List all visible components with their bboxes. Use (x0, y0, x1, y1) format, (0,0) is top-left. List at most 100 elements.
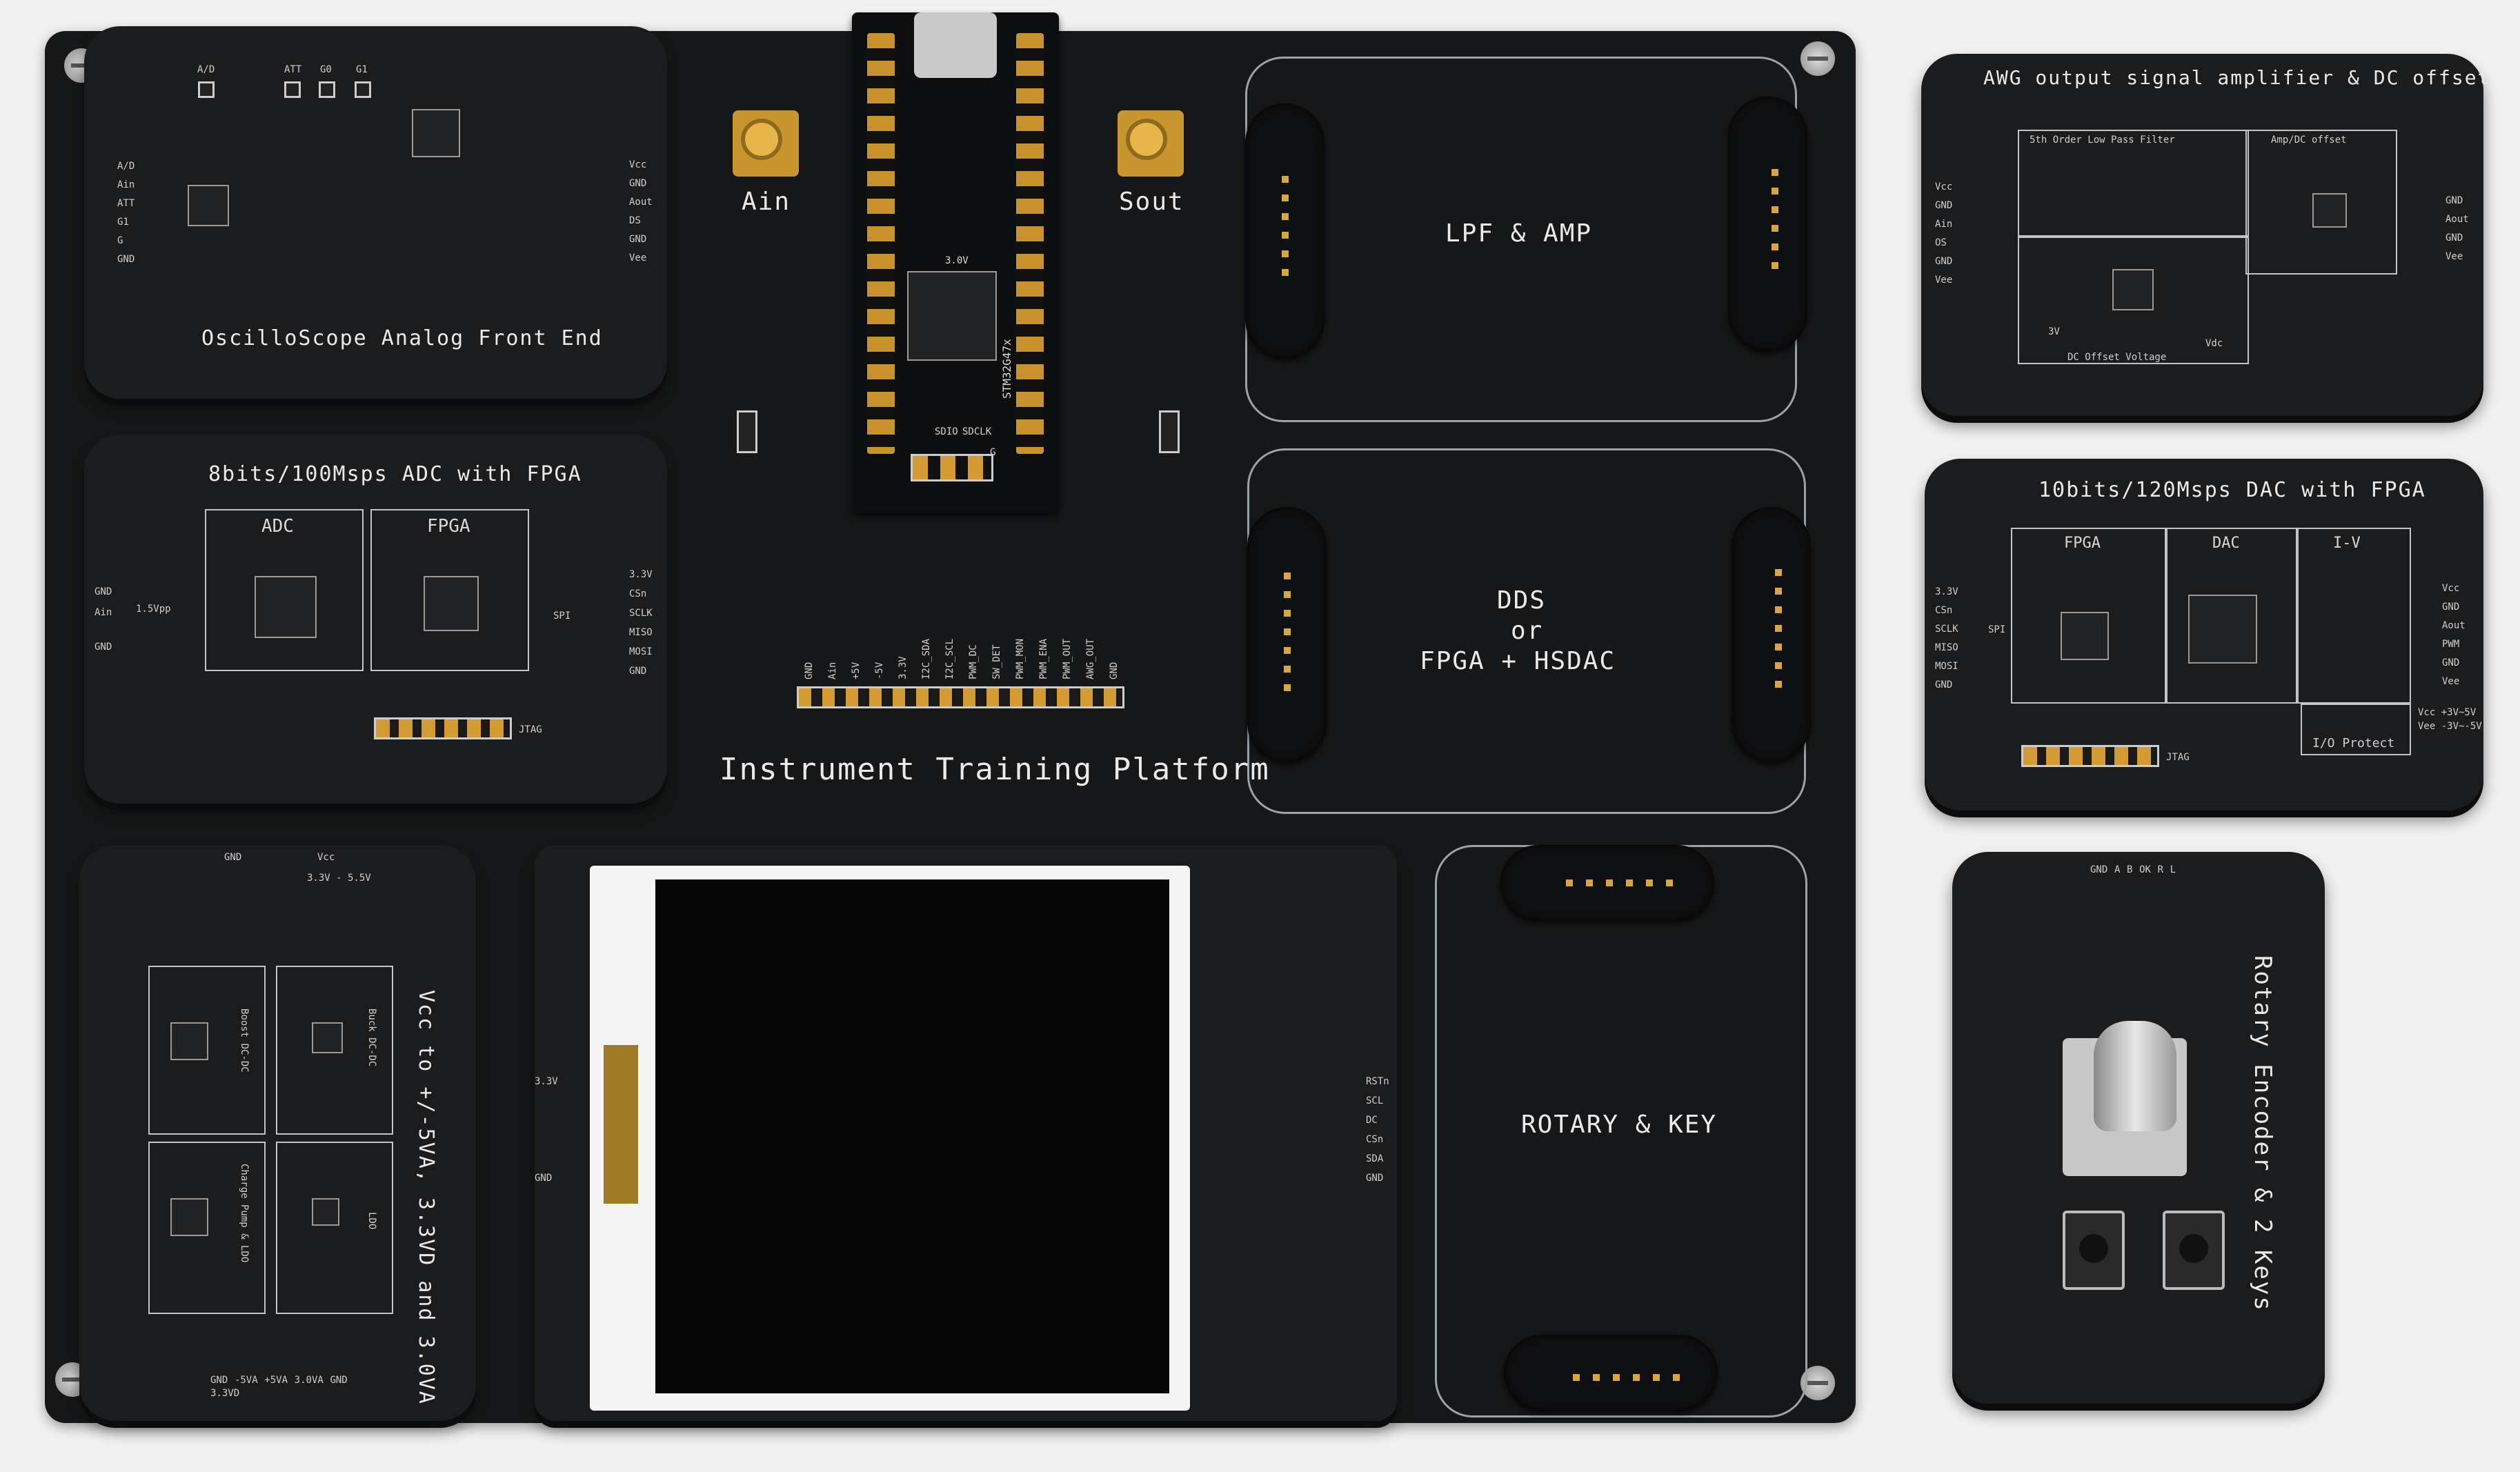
rotary-knob-icon[interactable] (2094, 1021, 2176, 1131)
header-pin-label: SW_DET (991, 644, 1002, 679)
slide-switch[interactable] (1159, 410, 1180, 453)
lcd-frame (590, 866, 1190, 1411)
swd-header (911, 454, 993, 481)
adc-block: ADC (205, 509, 364, 671)
main-header-labels: GND Ain +5V -5V 3.3V I2C_SDA I2C_SCL PWM… (804, 610, 1128, 679)
dac-dac-block: DAC (2166, 528, 2297, 704)
header-pin-label: GND (804, 662, 815, 679)
adc-jtag-header (374, 717, 512, 739)
osc-module-title: OscilloScope Analog Front End (201, 326, 603, 350)
rotary-top-pins: GND A B OK R L (2090, 864, 2176, 875)
header-pins-left (867, 33, 895, 454)
tp-label: ATT (284, 64, 302, 75)
mcu-label: STM32G47x (1000, 339, 1013, 399)
mcu-chip (907, 271, 997, 361)
test-point (284, 81, 301, 98)
module-oscilloscope-afe: A/D ATT G0 G1 A/D Ain ATT G1 G GND Vcc G… (84, 26, 667, 399)
power-block-boost: Boost DC-DC (148, 966, 266, 1135)
power-module-title: Vcc to +/-5VA, 3.3VD and 3.0VA (414, 990, 438, 1405)
ain-label: Ain (742, 188, 791, 216)
lcd-screen (655, 879, 1169, 1393)
pogo-connector (1732, 507, 1811, 762)
ic-chip (170, 1198, 208, 1236)
dac-jtag-label: JTAG (2166, 752, 2190, 763)
fpga-chip (2061, 612, 2109, 660)
dac-chip (2188, 595, 2257, 664)
dac-iv-block: I-V (2297, 528, 2411, 704)
header-pin-label: I2C_SCL (944, 638, 955, 679)
ic-chip (312, 1198, 339, 1226)
header-pin-label: -5V (874, 662, 885, 679)
screw-icon (1800, 41, 1835, 76)
header-pin-label: I2C_SDA (921, 638, 932, 679)
dac-supply-note: Vee -3V~-5V (2418, 721, 2482, 732)
module-rotary-encoder: Rotary Encoder & 2 Keys GND A B OK R L (1952, 852, 2325, 1404)
header-pin-label: AWG_OUT (1085, 638, 1096, 679)
power-top-range: 3.3V - 5.5V (307, 873, 371, 884)
sma-connector-sout[interactable] (1118, 110, 1184, 177)
adc-jtag-label: JTAG (519, 724, 542, 735)
header-pin-label: PWM_OUT (1062, 638, 1073, 679)
pogo-pins (1282, 176, 1289, 286)
key-button-right[interactable] (2163, 1211, 2225, 1290)
fpga-block: FPGA (370, 509, 529, 671)
slot-lpf-label: LPF & AMP (1445, 219, 1593, 248)
tp-label: A/D (197, 64, 215, 75)
slide-switch[interactable] (737, 410, 757, 453)
ic-chip (170, 1022, 208, 1060)
lcd-right-pins: RSTn SCL DC CSn SDA GND (1366, 1076, 1389, 1184)
usb-c-icon[interactable] (914, 12, 997, 78)
pogo-pins (1573, 1374, 1680, 1381)
dac-left-pins: 3.3V CSn SCLK MISO MOSI GND (1935, 586, 1958, 690)
header-pin-label: +5V (851, 662, 862, 679)
awg-lpf-block: 5th Order Low Pass Filter (2018, 130, 2249, 237)
mcu-voltage: 3.0V (945, 255, 969, 266)
swd-label: G (990, 447, 996, 458)
pogo-connector (1504, 1335, 1718, 1411)
fpga-chip (424, 576, 479, 631)
pogo-pins (1566, 879, 1673, 886)
pogo-pins (1775, 569, 1782, 690)
mcu-board: 3.0V STM32G47x SDIO SDCLK G (852, 12, 1059, 513)
ic-chip (188, 185, 229, 226)
ic-chip (2312, 193, 2347, 228)
dac-spi-label: SPI (1988, 624, 2006, 635)
lcd-flex-cable (604, 1045, 638, 1204)
swd-label: SDCLK (962, 426, 992, 437)
awg-dc-block: DC Offset Voltage 3V Vdc (2018, 237, 2249, 364)
adc-chip (255, 576, 317, 638)
slot-dds-line3: FPGA + HSDAC (1420, 647, 1616, 675)
adc-left-pins: GND Ain GND (95, 586, 112, 653)
power-top-pin: GND (224, 852, 242, 863)
module-awg: AWG output signal amplifier & DC offset … (1921, 54, 2489, 416)
module-power: Boost DC-DC Buck DC-DC Charge Pump & LDO… (79, 845, 476, 1421)
ic-chip (412, 109, 460, 157)
slot-rotary-label: ROTARY & KEY (1521, 1111, 1718, 1139)
dac-right-pins: Vcc GND Aout PWM GND Vee (2442, 583, 2466, 687)
osc-left-pins: A/D Ain ATT G1 G GND (117, 161, 135, 265)
slot-dds-line1: DDS (1497, 586, 1547, 615)
sma-connector-icon (1126, 119, 1167, 160)
pogo-pins (1284, 573, 1291, 693)
key-button-left[interactable] (2063, 1211, 2125, 1290)
platform-title: Instrument Training Platform (720, 752, 1270, 787)
sma-connector-ain[interactable] (733, 110, 799, 177)
header-pin-label: PWM_DC (968, 644, 979, 679)
awg-left-pins: Vcc GND Ain OS GND Vee (1935, 181, 1953, 286)
dac-io-block: I/O Protect (2301, 704, 2411, 755)
dac-supply-note: Vcc +3V~5V (2418, 707, 2477, 718)
slot-dds-line2: or (1511, 617, 1544, 645)
tp-label: G0 (320, 64, 332, 75)
osc-right-pins: Vcc GND Aout DS GND Vee (629, 159, 653, 263)
power-block-buck: Buck DC-DC (276, 966, 393, 1135)
power-top-pin: Vcc (317, 852, 335, 863)
swd-label: SDIO (935, 426, 958, 437)
awg-right-pins: GND Aout GND Vee (2445, 195, 2469, 262)
dac-fpga-block: FPGA (2011, 528, 2166, 704)
test-point (355, 81, 371, 98)
awg-module-title: AWG output signal amplifier & DC offset (1983, 66, 2491, 89)
lcd-left-pins: 3.3V GND (535, 1076, 558, 1184)
awg-amp-block: Amp/DC offset (2245, 130, 2397, 275)
adc-spi-label: SPI (553, 610, 571, 621)
pogo-connector (1728, 97, 1807, 352)
